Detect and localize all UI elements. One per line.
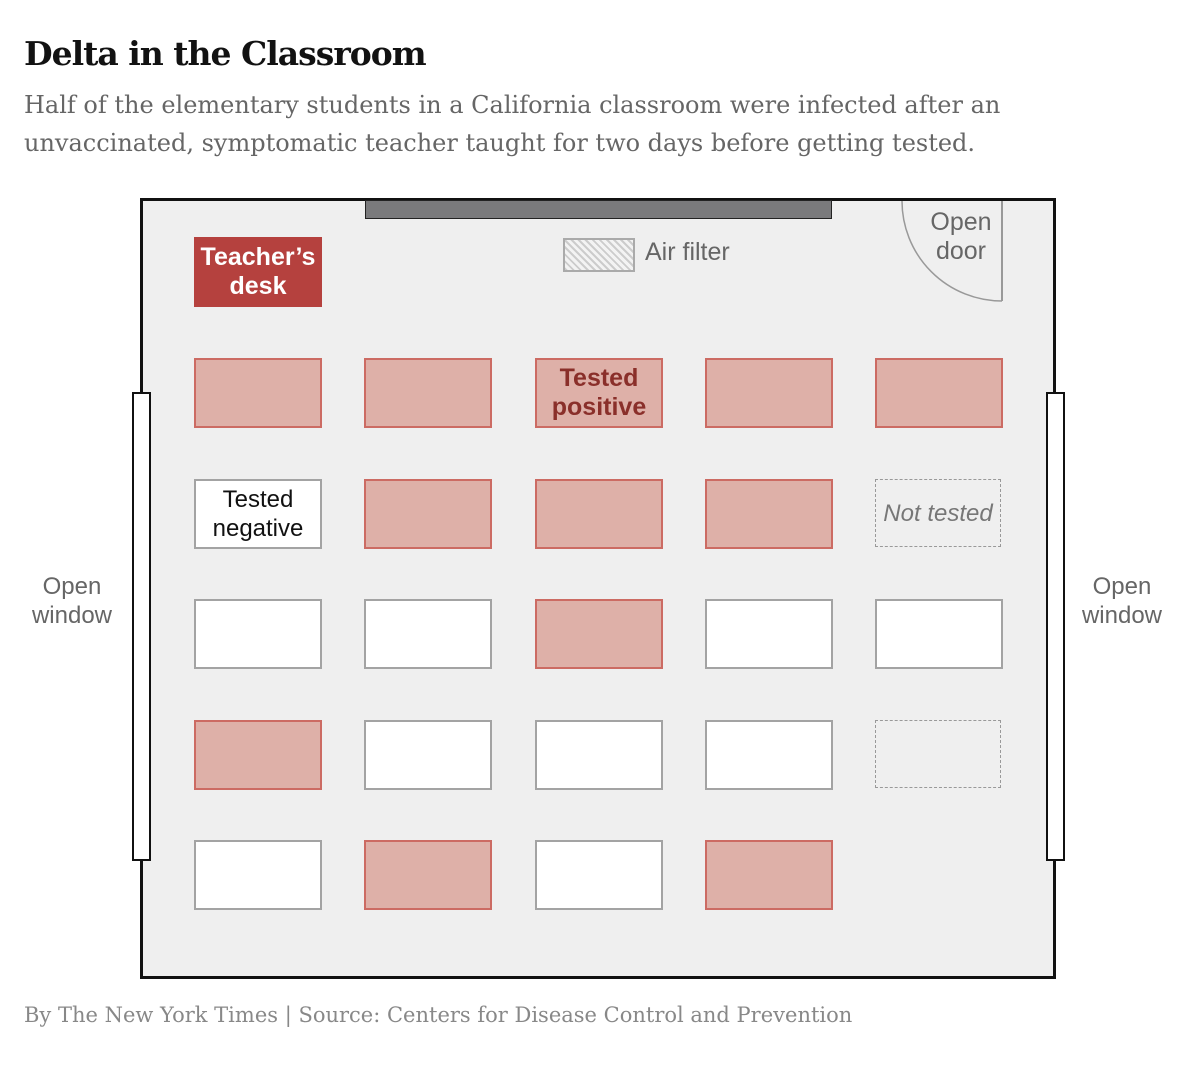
chart-subtitle: Half of the elementary students in a Cal… <box>24 91 1001 157</box>
left-window-label: Open window <box>31 573 113 629</box>
student-desk-negative <box>875 599 1003 669</box>
student-desk-positive <box>364 358 492 428</box>
student-desk-positive <box>364 840 492 910</box>
teacher-desk: Teacher’s desk <box>194 237 322 307</box>
student-desk-negative: Tested negative <box>194 479 322 549</box>
source-footer: By The New York Times | Source: Centers … <box>24 1003 853 1027</box>
student-desk-negative <box>364 720 492 790</box>
air-filter-label: Air filter <box>645 238 730 266</box>
student-desk-positive <box>705 358 833 428</box>
chart-title: Delta in the Classroom <box>24 34 427 73</box>
student-desk-positive <box>705 840 833 910</box>
student-desk-negative <box>364 599 492 669</box>
student-desk-positive <box>705 479 833 549</box>
left-window <box>132 392 151 861</box>
right-window-label: Open window <box>1081 573 1163 629</box>
student-desk-negative <box>535 720 663 790</box>
student-desk-positive <box>364 479 492 549</box>
student-desk-negative <box>705 720 833 790</box>
whiteboard <box>365 200 832 219</box>
student-desk-negative <box>705 599 833 669</box>
student-desk-untested <box>875 720 1001 788</box>
student-desk-positive: Tested positive <box>535 358 663 428</box>
student-desk-negative <box>194 840 322 910</box>
student-desk-positive <box>194 358 322 428</box>
student-desk-positive <box>875 358 1003 428</box>
air-filter-icon <box>563 238 635 272</box>
student-desk-untested: Not tested <box>875 479 1001 547</box>
door-label: Open door <box>930 208 992 265</box>
student-desk-positive <box>535 599 663 669</box>
student-desk-positive <box>535 479 663 549</box>
student-desk-negative <box>535 840 663 910</box>
student-desk-negative <box>194 599 322 669</box>
right-window <box>1046 392 1065 861</box>
student-desk-positive <box>194 720 322 790</box>
